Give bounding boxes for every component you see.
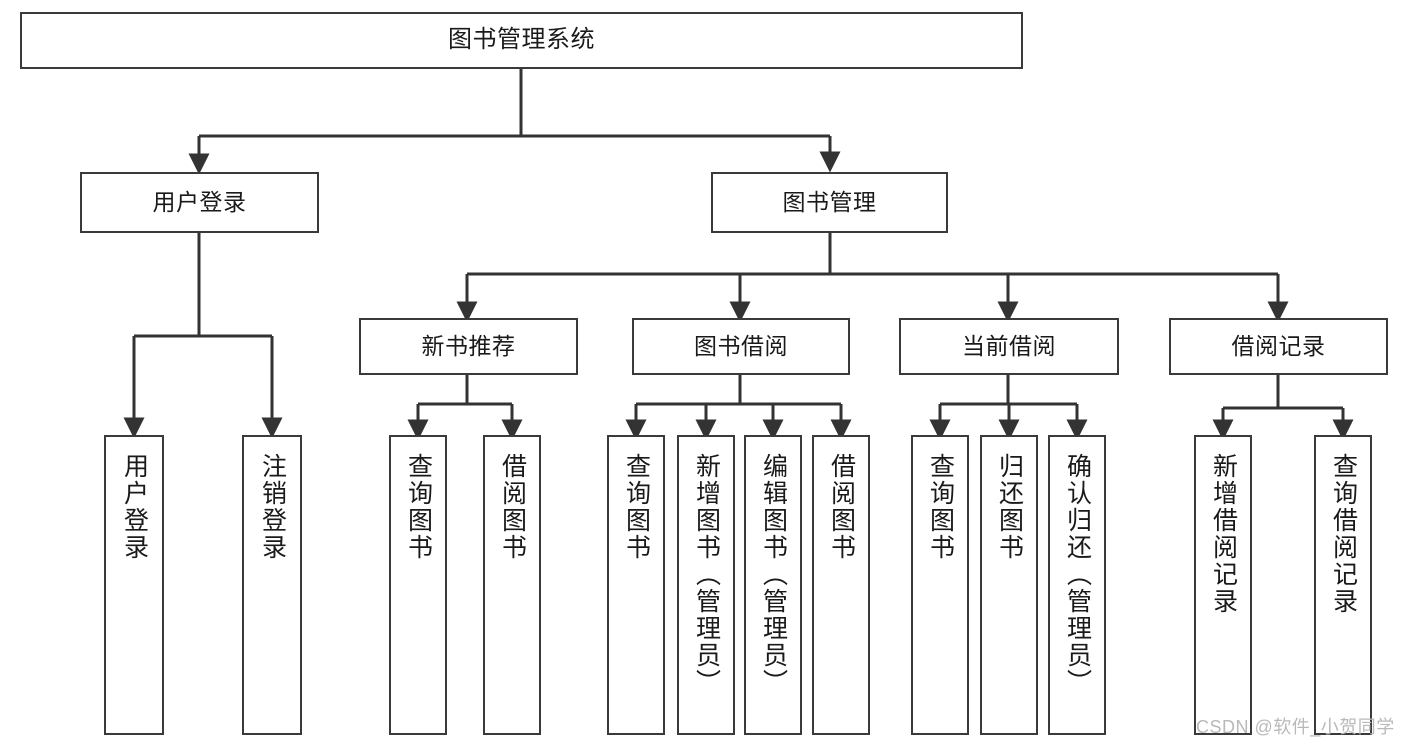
node-borrow-record-label: 借阅记录 — [1231, 332, 1326, 359]
node-leaf-borrow-book-2[interactable]: 借阅图书 — [812, 435, 870, 735]
node-current-borrow-label: 当前借阅 — [962, 332, 1056, 359]
node-leaf-add-book-label: 新增图书（管理员） — [692, 453, 721, 696]
node-user-login-label: 用户登录 — [152, 188, 247, 215]
node-borrow-record[interactable]: 借阅记录 — [1169, 318, 1388, 375]
node-leaf-confirm-return[interactable]: 确认归还（管理员） — [1048, 435, 1106, 735]
node-root[interactable]: 图书管理系统 — [20, 12, 1023, 69]
node-leaf-query-book-2[interactable]: 查询图书 — [607, 435, 665, 735]
node-current-borrow[interactable]: 当前借阅 — [899, 318, 1119, 375]
node-leaf-edit-book-label: 编辑图书（管理员） — [759, 453, 788, 696]
node-leaf-borrow-book-2-label: 借阅图书 — [827, 453, 856, 561]
node-book-mgmt[interactable]: 图书管理 — [711, 172, 948, 233]
node-leaf-confirm-return-label: 确认归还（管理员） — [1063, 453, 1092, 696]
node-leaf-query-book-2-label: 查询图书 — [622, 453, 651, 561]
node-root-label: 图书管理系统 — [448, 26, 595, 54]
node-leaf-return-book-label: 归还图书 — [995, 453, 1024, 561]
node-book-borrow-label: 图书借阅 — [694, 332, 788, 359]
node-leaf-edit-book[interactable]: 编辑图书（管理员） — [744, 435, 802, 735]
node-leaf-borrow-book-1-label: 借阅图书 — [498, 453, 527, 561]
node-leaf-query-book-1-label: 查询图书 — [404, 453, 433, 561]
node-leaf-user-login[interactable]: 用户登录 — [104, 435, 164, 735]
node-leaf-query-book-3[interactable]: 查询图书 — [911, 435, 969, 735]
node-leaf-return-book[interactable]: 归还图书 — [980, 435, 1038, 735]
node-leaf-add-record-label: 新增借阅记录 — [1209, 453, 1238, 615]
node-leaf-borrow-book-1[interactable]: 借阅图书 — [483, 435, 541, 735]
node-leaf-query-record[interactable]: 查询借阅记录 — [1314, 435, 1372, 735]
node-leaf-add-book[interactable]: 新增图书（管理员） — [677, 435, 735, 735]
node-book-borrow[interactable]: 图书借阅 — [632, 318, 850, 375]
node-leaf-add-record[interactable]: 新增借阅记录 — [1194, 435, 1252, 735]
node-leaf-query-record-label: 查询借阅记录 — [1329, 453, 1358, 615]
node-book-mgmt-label: 图书管理 — [782, 188, 877, 215]
node-new-book-rec[interactable]: 新书推荐 — [359, 318, 578, 375]
node-leaf-query-book-3-label: 查询图书 — [926, 453, 955, 561]
node-leaf-logout[interactable]: 注销登录 — [242, 435, 302, 735]
node-user-login[interactable]: 用户登录 — [80, 172, 319, 233]
node-new-book-rec-label: 新书推荐 — [421, 332, 516, 359]
node-leaf-logout-label: 注销登录 — [258, 453, 287, 561]
node-leaf-user-login-label: 用户登录 — [120, 453, 149, 561]
watermark-text: CSDN @软件_小贺同学 — [1196, 717, 1395, 737]
node-leaf-query-book-1[interactable]: 查询图书 — [389, 435, 447, 735]
